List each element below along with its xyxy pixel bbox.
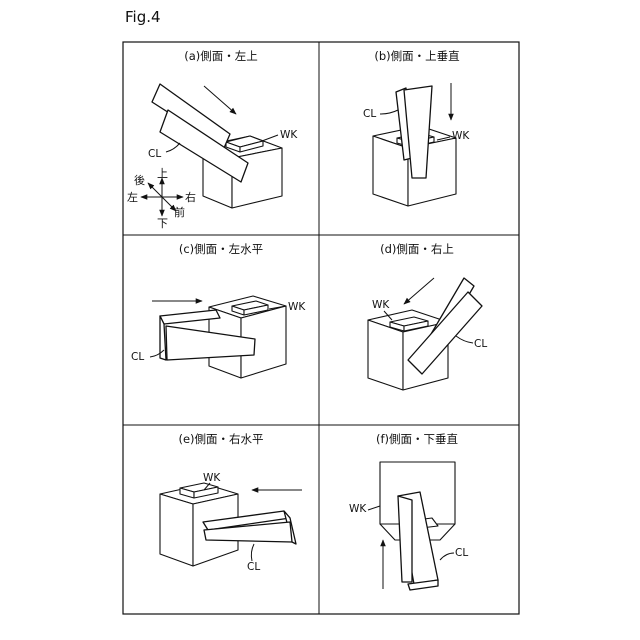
wk-label: WK bbox=[280, 129, 298, 141]
wk-leader bbox=[368, 506, 380, 510]
panel-a-caption: (a)側面・左上 bbox=[184, 49, 258, 63]
cl-label: CL bbox=[247, 561, 260, 573]
axis-front-label: 前 bbox=[174, 205, 185, 219]
axis-right-label: 右 bbox=[185, 190, 196, 204]
panel-e: (e)側面・右水平 WK CL bbox=[160, 432, 302, 573]
panel-c-caption: (c)側面・左水平 bbox=[179, 242, 263, 256]
panel-c: (c)側面・左水平 WK CL bbox=[131, 242, 306, 378]
panel-d-caption: (d)側面・右上 bbox=[380, 242, 454, 256]
cl-label: CL bbox=[148, 148, 161, 160]
direction-compass: 上 下 左 右 後 前 bbox=[127, 167, 196, 230]
cl-leader bbox=[166, 143, 180, 152]
panel-b-caption: (b)側面・上垂直 bbox=[374, 49, 459, 63]
wk-label: WK bbox=[288, 301, 306, 313]
panel-e-caption: (e)側面・右水平 bbox=[178, 432, 263, 446]
axis-left-label: 左 bbox=[127, 191, 138, 204]
wk-label: WK bbox=[203, 472, 221, 484]
axis-down-label: 下 bbox=[157, 217, 168, 230]
cl-leader bbox=[440, 553, 454, 560]
axis-back-label: 後 bbox=[134, 173, 145, 187]
panel-b: (b)側面・上垂直 WK CL bbox=[363, 49, 470, 206]
cl-label: CL bbox=[474, 338, 487, 350]
cl-leader bbox=[380, 110, 398, 114]
panel-f: (f)側面・下垂直 WK CL bbox=[349, 432, 468, 590]
panel-a: (a)側面・左上 WK CL 上 下 左 右 後 前 bbox=[127, 49, 298, 230]
cl-label: CL bbox=[363, 108, 376, 120]
motion-arrow bbox=[204, 86, 236, 114]
cl-leader bbox=[456, 336, 473, 343]
cl-leader bbox=[251, 544, 254, 561]
panel-f-caption: (f)側面・下垂直 bbox=[376, 432, 458, 446]
wk-leader bbox=[262, 135, 278, 141]
motion-arrow bbox=[404, 278, 434, 304]
wk-label: WK bbox=[372, 299, 390, 311]
axis-up-label: 上 bbox=[157, 167, 168, 180]
wk-label: WK bbox=[452, 130, 470, 142]
panel-d: (d)側面・右上 WK CL bbox=[368, 242, 487, 390]
wk-label: WK bbox=[349, 503, 367, 515]
cl-label: CL bbox=[131, 351, 144, 363]
cl-label: CL bbox=[455, 547, 468, 559]
